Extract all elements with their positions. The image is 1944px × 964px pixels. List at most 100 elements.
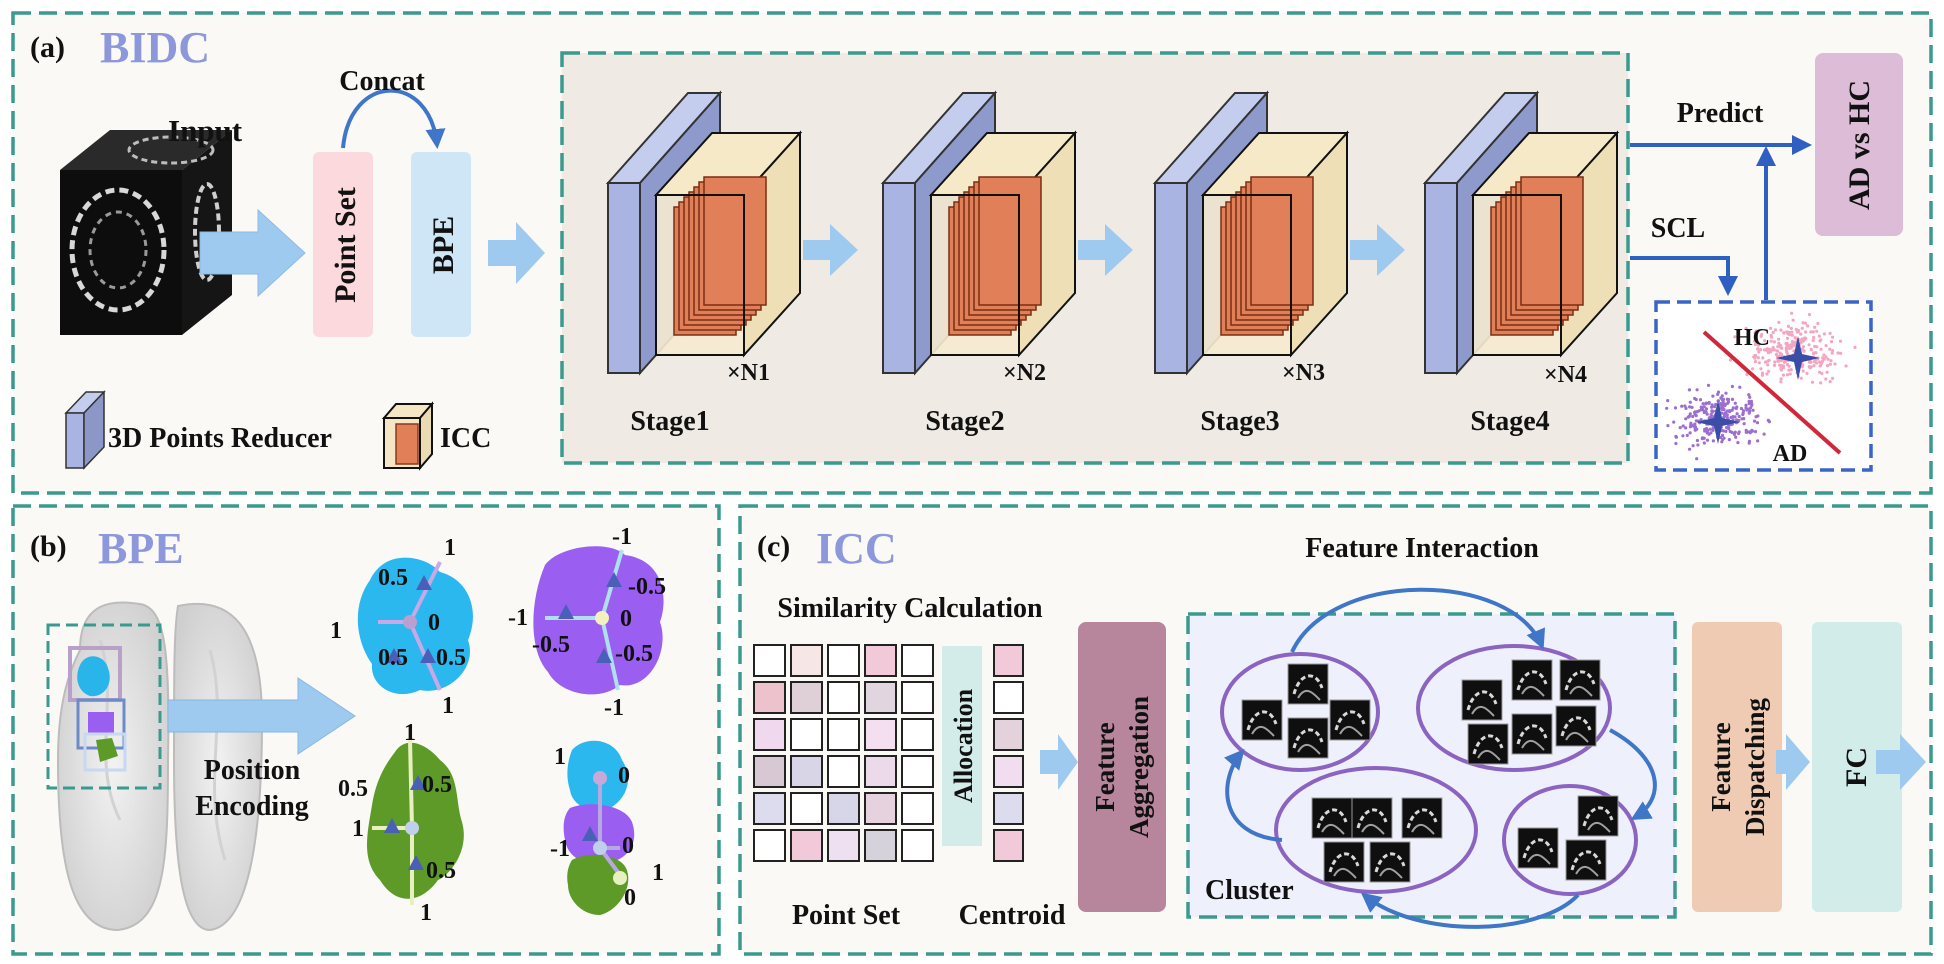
stage-repeat-3: ×N3: [1282, 360, 1325, 386]
hc-sample-point: [1824, 355, 1828, 359]
ad-sample-point: [1724, 391, 1728, 395]
ad-sample-point: [1739, 406, 1743, 411]
hc-sample-point: [1825, 370, 1829, 374]
hc-sample-point: [1753, 339, 1757, 343]
purple-value-bottom: -1: [604, 695, 624, 721]
ad-sample-point: [1744, 430, 1748, 434]
stage-label-1: Stage1: [630, 406, 709, 437]
patch-bg: [1323, 841, 1365, 883]
hc-sample-point: [1789, 346, 1793, 350]
ad-sample-point: [1694, 419, 1698, 423]
icc-feature-slice: [978, 176, 1042, 306]
green-value-upper-right: 0.5: [422, 772, 452, 798]
predict-label: Predict: [1677, 98, 1764, 129]
similarity-cell: [827, 792, 860, 825]
hc-sample-point: [1771, 345, 1775, 350]
hc-sample-point: [1804, 330, 1808, 334]
blue-value-upper: 0.5: [378, 565, 408, 591]
brain-patch-thumbnail: [1241, 699, 1283, 741]
brain-patch-thumbnail: [1517, 827, 1559, 869]
hc-sample-point: [1785, 363, 1790, 367]
ad-sample-point: [1666, 424, 1670, 428]
hc-sample-point: [1762, 348, 1767, 352]
patch-sulcus: [1251, 725, 1275, 737]
ad-sample-point: [1744, 403, 1748, 407]
mixed-value-bottom: 0: [624, 885, 636, 911]
similarity-cell: [901, 644, 934, 677]
fc-label: FC: [1840, 747, 1873, 787]
ad-sample-point: [1747, 399, 1751, 403]
hc-sample-point: [1831, 335, 1835, 339]
ad-sample-point: [1722, 414, 1727, 418]
hc-sample-point: [1826, 357, 1830, 361]
hc-sample-point: [1759, 367, 1763, 371]
hc-sample-point: [1753, 342, 1757, 347]
ad-sample-point: [1747, 393, 1751, 397]
panel-c-tag: (c): [757, 530, 790, 563]
brain-patch-thumbnail: [1401, 797, 1443, 839]
brain-patches: [1241, 659, 1619, 883]
brain-patch-thumbnail: [1329, 699, 1371, 741]
hc-sample-point: [1779, 328, 1783, 332]
mixed-value-top-right: 0: [618, 763, 630, 789]
legend-icc-icon: [381, 401, 435, 471]
hc-sample-point: [1815, 329, 1819, 333]
purple-value-lower-left: -0.5: [532, 632, 570, 658]
interaction-arrow-bottom: [1360, 892, 1580, 929]
hc-sample-point: [1828, 362, 1832, 366]
hc-sample-point: [1844, 364, 1848, 368]
hc-sample-point: [1763, 339, 1767, 343]
ad-label: AD: [1773, 441, 1808, 467]
hc-sample-point: [1810, 380, 1815, 384]
hc-sample-point: [1818, 364, 1822, 368]
hc-sample-point: [1853, 345, 1857, 349]
centroid-cell: [993, 829, 1024, 862]
ad-sample-point: [1753, 419, 1757, 423]
ad-sample-point: [1716, 390, 1721, 394]
fc-output-arrow: [1876, 734, 1926, 790]
hc-sample-point: [1772, 340, 1776, 344]
icc-front-outline: [1472, 194, 1562, 356]
similarity-cell: [864, 644, 897, 677]
ad-sample-point: [1733, 401, 1737, 405]
ad-sample-point: [1733, 430, 1737, 434]
ad-sample-point: [1741, 409, 1746, 413]
allocation-label: Allocation: [949, 688, 978, 803]
similarity-cell: [864, 681, 897, 714]
reducer-front: [607, 182, 641, 374]
icc-feature-slice: [703, 176, 767, 306]
similarity-cell: [790, 644, 823, 677]
patch-sulcus: [1333, 867, 1357, 879]
ad-sample-point: [1724, 429, 1728, 433]
patch-sulcus: [1527, 853, 1551, 865]
position-encoding-label-1: Position: [204, 755, 301, 786]
similarity-cell: [827, 644, 860, 677]
allocation-block: [942, 646, 982, 846]
output-block: [1815, 53, 1903, 236]
icc-front-outline: [655, 194, 745, 356]
patch-sulcus: [1339, 725, 1363, 737]
stage-block-3: [1152, 90, 1350, 376]
similarity-cell: [753, 829, 786, 862]
ad-sample-point: [1734, 435, 1738, 439]
similarity-cell: [753, 755, 786, 788]
hc-sample-point: [1809, 330, 1813, 334]
hc-sample-point: [1794, 327, 1798, 331]
hc-sample-point: [1813, 325, 1817, 329]
position-encoding-label-2: Encoding: [195, 791, 309, 822]
ad-sample-point: [1750, 402, 1754, 406]
hc-sample-point: [1782, 331, 1786, 335]
stage-label-2: Stage2: [925, 406, 1004, 437]
ad-sample-point: [1688, 447, 1692, 451]
ad-sample-point: [1683, 404, 1687, 408]
feature-dispatching-label-2: Dispatching: [1740, 697, 1770, 836]
brain-patch-thumbnail: [1287, 663, 1329, 705]
patch-sulcus: [1411, 823, 1435, 835]
hc-sample-point: [1816, 321, 1820, 326]
panel-c-title: ICC: [816, 524, 897, 573]
blue-value-left: 1: [330, 618, 342, 644]
hc-sample-point: [1818, 370, 1822, 374]
ad-sample-point: [1695, 388, 1699, 392]
stage-repeat-1: ×N1: [727, 360, 770, 386]
hc-sample-point: [1778, 354, 1782, 358]
